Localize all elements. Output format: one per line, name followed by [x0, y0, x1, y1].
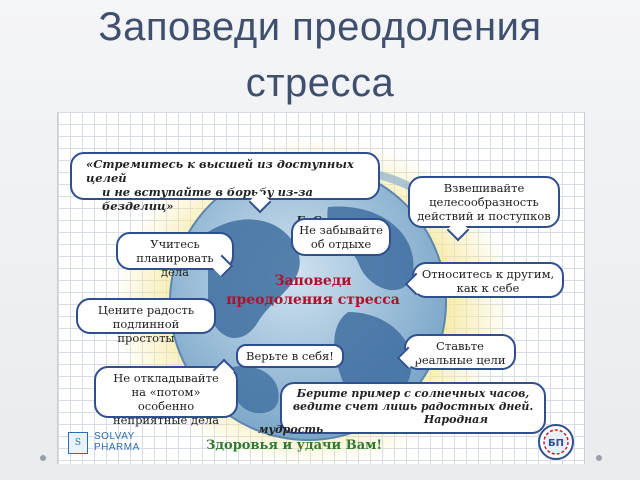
- rest-line1: Не забывайте: [299, 223, 383, 237]
- nav-dot-left[interactable]: [40, 455, 46, 461]
- solvay-pharma-logo: S SOLVAY PHARMA: [68, 430, 164, 454]
- delay-line1: Не откладывайте: [113, 371, 219, 385]
- plan-line2: планировать дела: [136, 251, 214, 279]
- goals-line1: Ставьте: [436, 339, 484, 353]
- rest-line2: об отдыхе: [310, 237, 372, 251]
- slide-title-line1: Заповеди преодоления: [98, 5, 542, 49]
- solvay-logo-line2: PHARMA: [94, 442, 140, 453]
- center-title-line1: Заповеди: [274, 273, 352, 289]
- sundial-bubble: Берите пример с солнечных часов, ведите …: [280, 382, 546, 434]
- weigh-line1: Взвешивайте: [443, 181, 525, 195]
- joy-line1: Цените радость: [97, 303, 195, 317]
- goals-bubble: Ставьте реальные цели: [396, 334, 516, 370]
- relate-line2: как к себе: [456, 281, 520, 295]
- believe-bubble: Верьте в себя!: [236, 344, 344, 368]
- delay-line3: неприятные дела: [112, 413, 220, 427]
- stress-poster: «Стремитесь к высшей из доступных целей …: [57, 112, 585, 464]
- weigh-line2: целесообразность: [429, 195, 539, 209]
- solvay-logo-line1: SOLVAY: [94, 431, 135, 442]
- plan-line1: Учитесь: [150, 237, 200, 251]
- quote-bubble: «Стремитесь к высшей из доступных целей …: [70, 152, 380, 227]
- weigh-line3: действий и поступков: [417, 209, 551, 223]
- quote-line1: «Стремитесь к высшей из доступных целей: [86, 157, 354, 185]
- sundial-line1: Берите пример с солнечных часов,: [296, 387, 530, 400]
- joy-line2: подлинной простоты: [112, 317, 180, 345]
- solvay-logo-mark: S: [68, 432, 88, 454]
- nav-dot-right[interactable]: [596, 455, 602, 461]
- goals-line2: реальные цели: [414, 353, 506, 367]
- sundial-line4: мудрость: [258, 423, 324, 436]
- joy-bubble: Цените радость подлинной простоты: [76, 298, 216, 345]
- slide-title-line2: стресса: [245, 61, 395, 105]
- weigh-bubble: Взвешивайте целесообразность действий и …: [408, 176, 560, 242]
- rest-bubble: Не забывайте об отдыхе: [291, 218, 391, 256]
- sundial-line3: Народная: [423, 413, 488, 426]
- sundial-line2: ведите счет лишь радостных дней.: [292, 400, 534, 413]
- quote-line2: и не вступайте в борьбу из-за безделиц»: [102, 185, 313, 213]
- footer-wishes: Здоровья и удачи Вам!: [206, 438, 383, 453]
- relate-bubble: Относитесь к другим, как к себе: [404, 262, 564, 298]
- plan-bubble: Учитесь планировать дела: [116, 232, 234, 279]
- badge-logo: БП: [538, 424, 574, 460]
- relate-line1: Относитесь к другим,: [421, 267, 555, 281]
- center-title-line2: преодоления стресса: [226, 292, 400, 308]
- center-title: Заповеди преодоления стресса: [208, 272, 418, 310]
- believe-text: Верьте в себя!: [246, 349, 334, 363]
- delay-line2: на «потом» особенно: [131, 385, 201, 413]
- badge-text: БП: [548, 438, 564, 449]
- delay-bubble: Не откладывайте на «потом» особенно непр…: [94, 358, 238, 427]
